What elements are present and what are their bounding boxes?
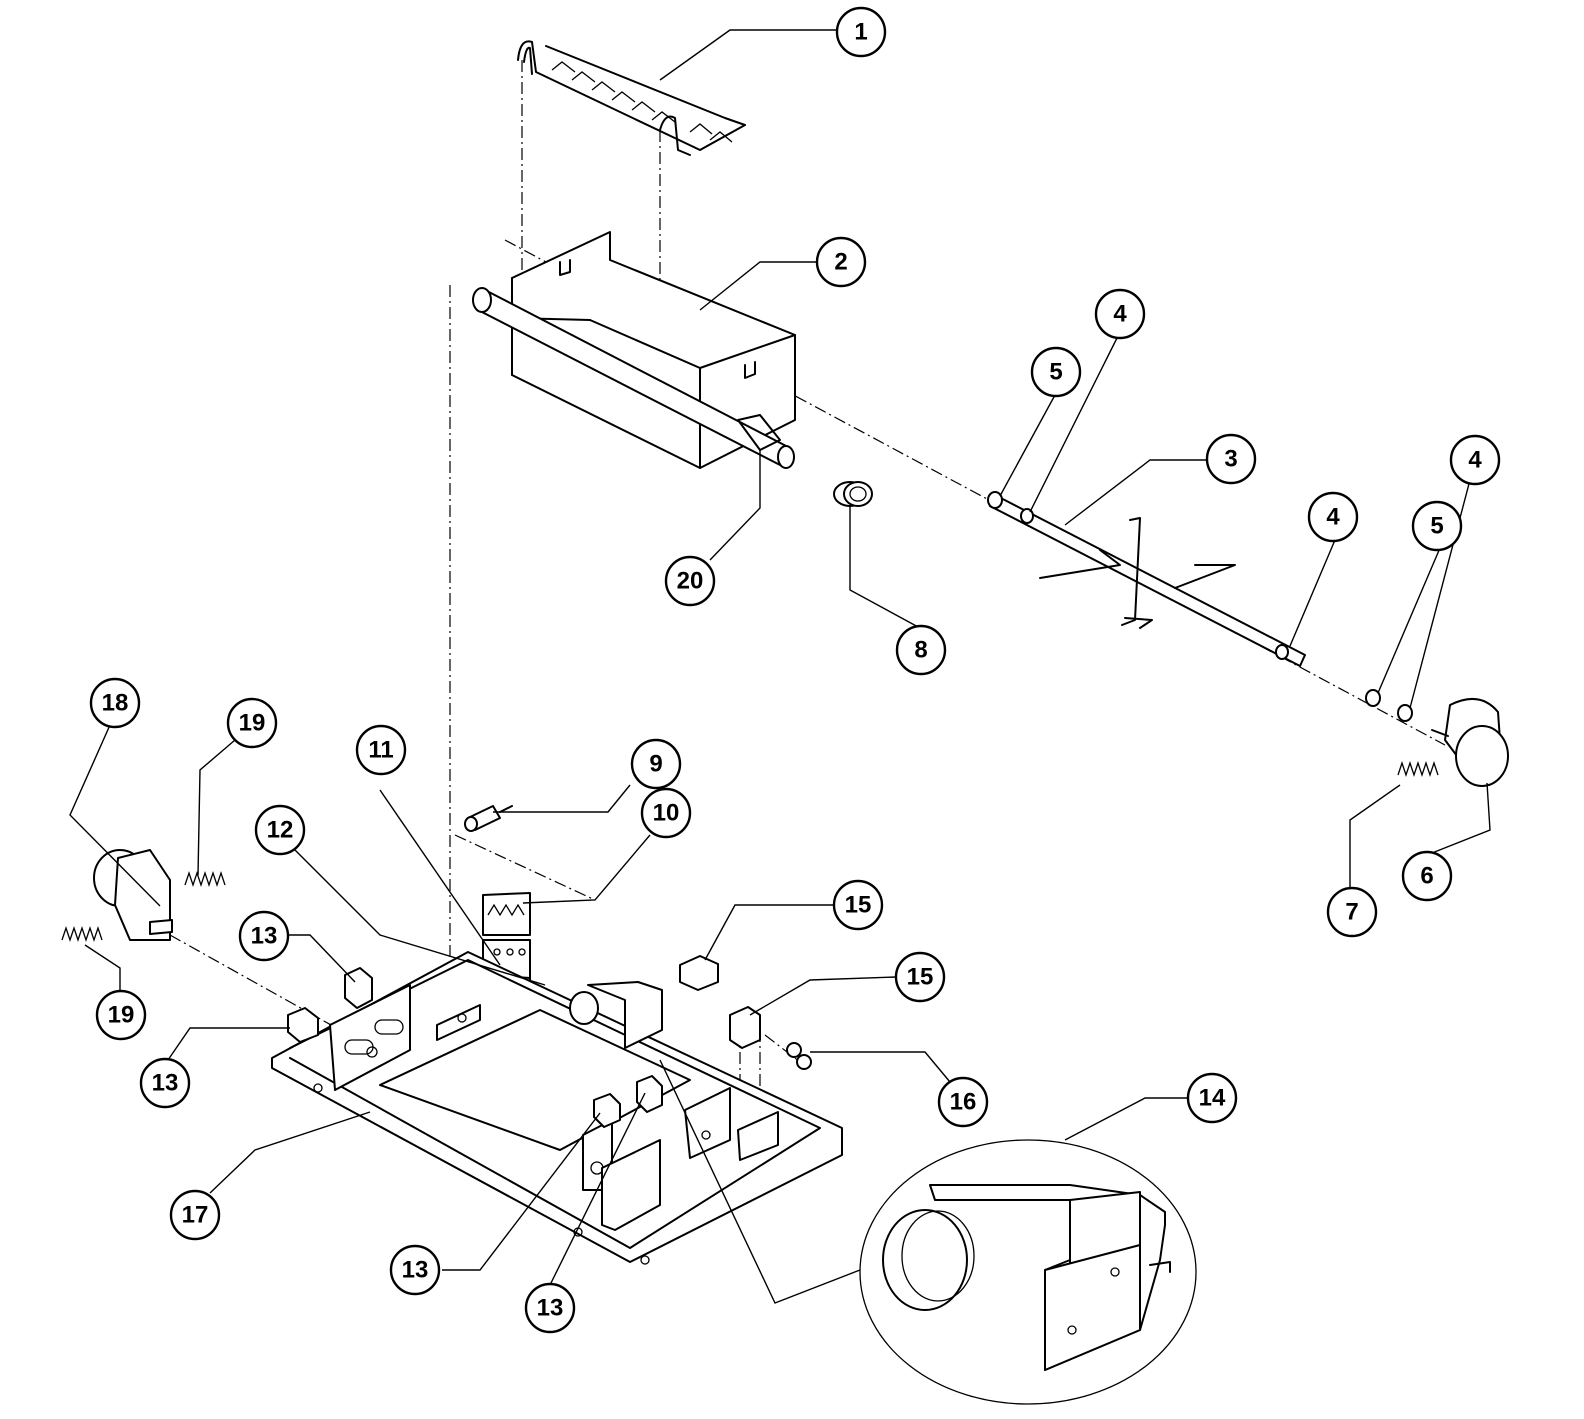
callout-13: 13 [389,1244,441,1296]
svg-text:15: 15 [907,964,934,991]
knob-spring-part [1397,760,1439,778]
thermostat-bracket-small [569,981,663,1049]
callout-13: 13 [139,1057,191,1109]
svg-text:19: 19 [108,1002,135,1029]
thermostat-detail-view [859,1139,1197,1405]
callout-4: 4 [1449,434,1501,486]
heater-tube-part [472,287,795,469]
ejector-shaft-part [987,491,1306,667]
switch-modules [679,955,761,1049]
sensor-part [464,805,513,832]
svg-text:2: 2 [834,249,847,276]
svg-text:19: 19 [239,710,266,737]
svg-text:7: 7 [1345,899,1358,926]
svg-text:8: 8 [914,637,927,664]
svg-text:13: 13 [537,1295,564,1322]
svg-text:5: 5 [1049,359,1062,386]
callout-13: 13 [524,1282,576,1334]
svg-text:13: 13 [402,1257,429,1284]
front-brackets [582,1087,779,1231]
callout-4: 4 [1094,288,1146,340]
callout-8: 8 [895,624,947,676]
callout-14: 14 [1186,1072,1238,1124]
callout-15: 15 [832,879,884,931]
shaft-washers [1365,689,1413,722]
nuts-part [786,1042,812,1070]
svg-text:4: 4 [1468,447,1482,474]
ejector-knob-part [1431,697,1509,787]
callout-1: 1 [835,6,887,58]
callout-5: 5 [1030,346,1082,398]
svg-text:11: 11 [368,737,393,764]
svg-text:17: 17 [182,1202,209,1229]
svg-text:4: 4 [1113,301,1127,328]
callout-balloons: 1 2 3 4 4 4 5 5 6 7 8 9 10 11 12 13 13 1… [89,6,1501,1334]
motor-springs [61,870,226,943]
bearing-sleeve-part [833,481,873,507]
svg-text:14: 14 [1199,1085,1226,1112]
svg-text:9: 9 [649,751,662,778]
svg-text:4: 4 [1326,504,1340,531]
svg-text:6: 6 [1420,863,1433,890]
svg-text:13: 13 [251,923,278,950]
svg-text:1: 1 [854,19,867,46]
assembly-center-lines [169,60,1446,1175]
callout-5: 5 [1411,500,1463,552]
callout-19: 19 [226,697,278,749]
ice-mold-tray-part [511,231,796,469]
callout-20: 20 [664,555,716,607]
callout-4: 4 [1307,491,1359,543]
callout-16: 16 [937,1076,989,1128]
svg-text:15: 15 [845,892,872,919]
leader-lines [69,29,1491,1304]
callout-12: 12 [254,804,306,856]
wire-rack-part [517,40,746,156]
callout-7: 7 [1326,886,1378,938]
svg-text:18: 18 [102,690,129,717]
callout-2: 2 [815,236,867,288]
callout-10: 10 [640,787,692,839]
svg-text:5: 5 [1430,513,1443,540]
callout-9: 9 [630,738,682,790]
svg-text:13: 13 [152,1070,179,1097]
callout-19: 19 [95,989,147,1041]
callout-18: 18 [89,677,141,729]
svg-text:12: 12 [267,817,294,844]
callout-13: 13 [238,910,290,962]
callout-11: 11 [355,724,407,776]
svg-text:3: 3 [1224,446,1237,473]
motor-part [93,849,173,941]
svg-text:16: 16 [950,1089,977,1116]
left-bracket [329,984,481,1091]
callout-6: 6 [1401,850,1453,902]
callout-3: 3 [1205,433,1257,485]
svg-text:10: 10 [653,800,680,827]
callout-17: 17 [169,1189,221,1241]
callout-15: 15 [894,951,946,1003]
svg-text:20: 20 [677,568,704,595]
